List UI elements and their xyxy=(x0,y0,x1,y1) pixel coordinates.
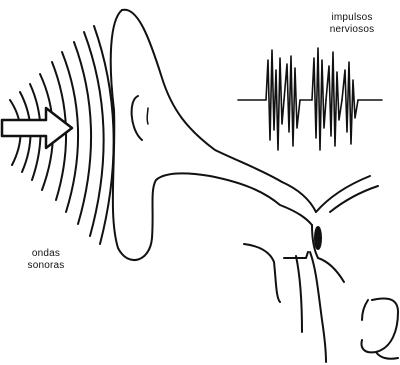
pinna-inner-fold xyxy=(147,108,148,124)
impulse-spikes xyxy=(342,62,358,144)
pinna-top-outline xyxy=(122,10,282,182)
eardrum xyxy=(315,227,321,249)
nerve-impulse-trace xyxy=(238,48,382,150)
impulse-spikes xyxy=(284,56,300,146)
sound-direction-arrow xyxy=(2,108,72,148)
lower-canal-mid xyxy=(296,256,302,332)
impulse-spikes xyxy=(266,50,284,150)
nerve-fiber xyxy=(330,186,378,212)
lower-canal-left xyxy=(244,244,280,302)
nerve-fiber xyxy=(316,176,370,212)
cochlea-outline xyxy=(362,299,398,353)
ear-outline xyxy=(111,10,398,362)
impulse-spikes xyxy=(312,48,326,150)
pinna-inner-fold xyxy=(132,96,142,140)
sound-waves-label: ondas sonoras xyxy=(18,248,74,272)
sound-wave-arc xyxy=(84,32,104,236)
sound-waves-label-line2: sonoras xyxy=(18,260,74,272)
impulse-spikes xyxy=(326,52,342,146)
sound-waves-label-line1: ondas xyxy=(18,248,74,260)
nerve-impulses-label-line2: nerviosos xyxy=(312,24,392,36)
sound-wave-arc xyxy=(74,42,91,224)
nerve-impulses-label: impulsos nerviosos xyxy=(312,12,392,36)
cochlea-outline xyxy=(376,352,398,359)
lower-canal-right xyxy=(310,252,326,362)
pinna-outline xyxy=(111,10,312,260)
nerve-fiber xyxy=(318,258,344,282)
cochlea-outline xyxy=(362,300,368,320)
nerve-impulses-label-line1: impulsos xyxy=(312,12,392,24)
